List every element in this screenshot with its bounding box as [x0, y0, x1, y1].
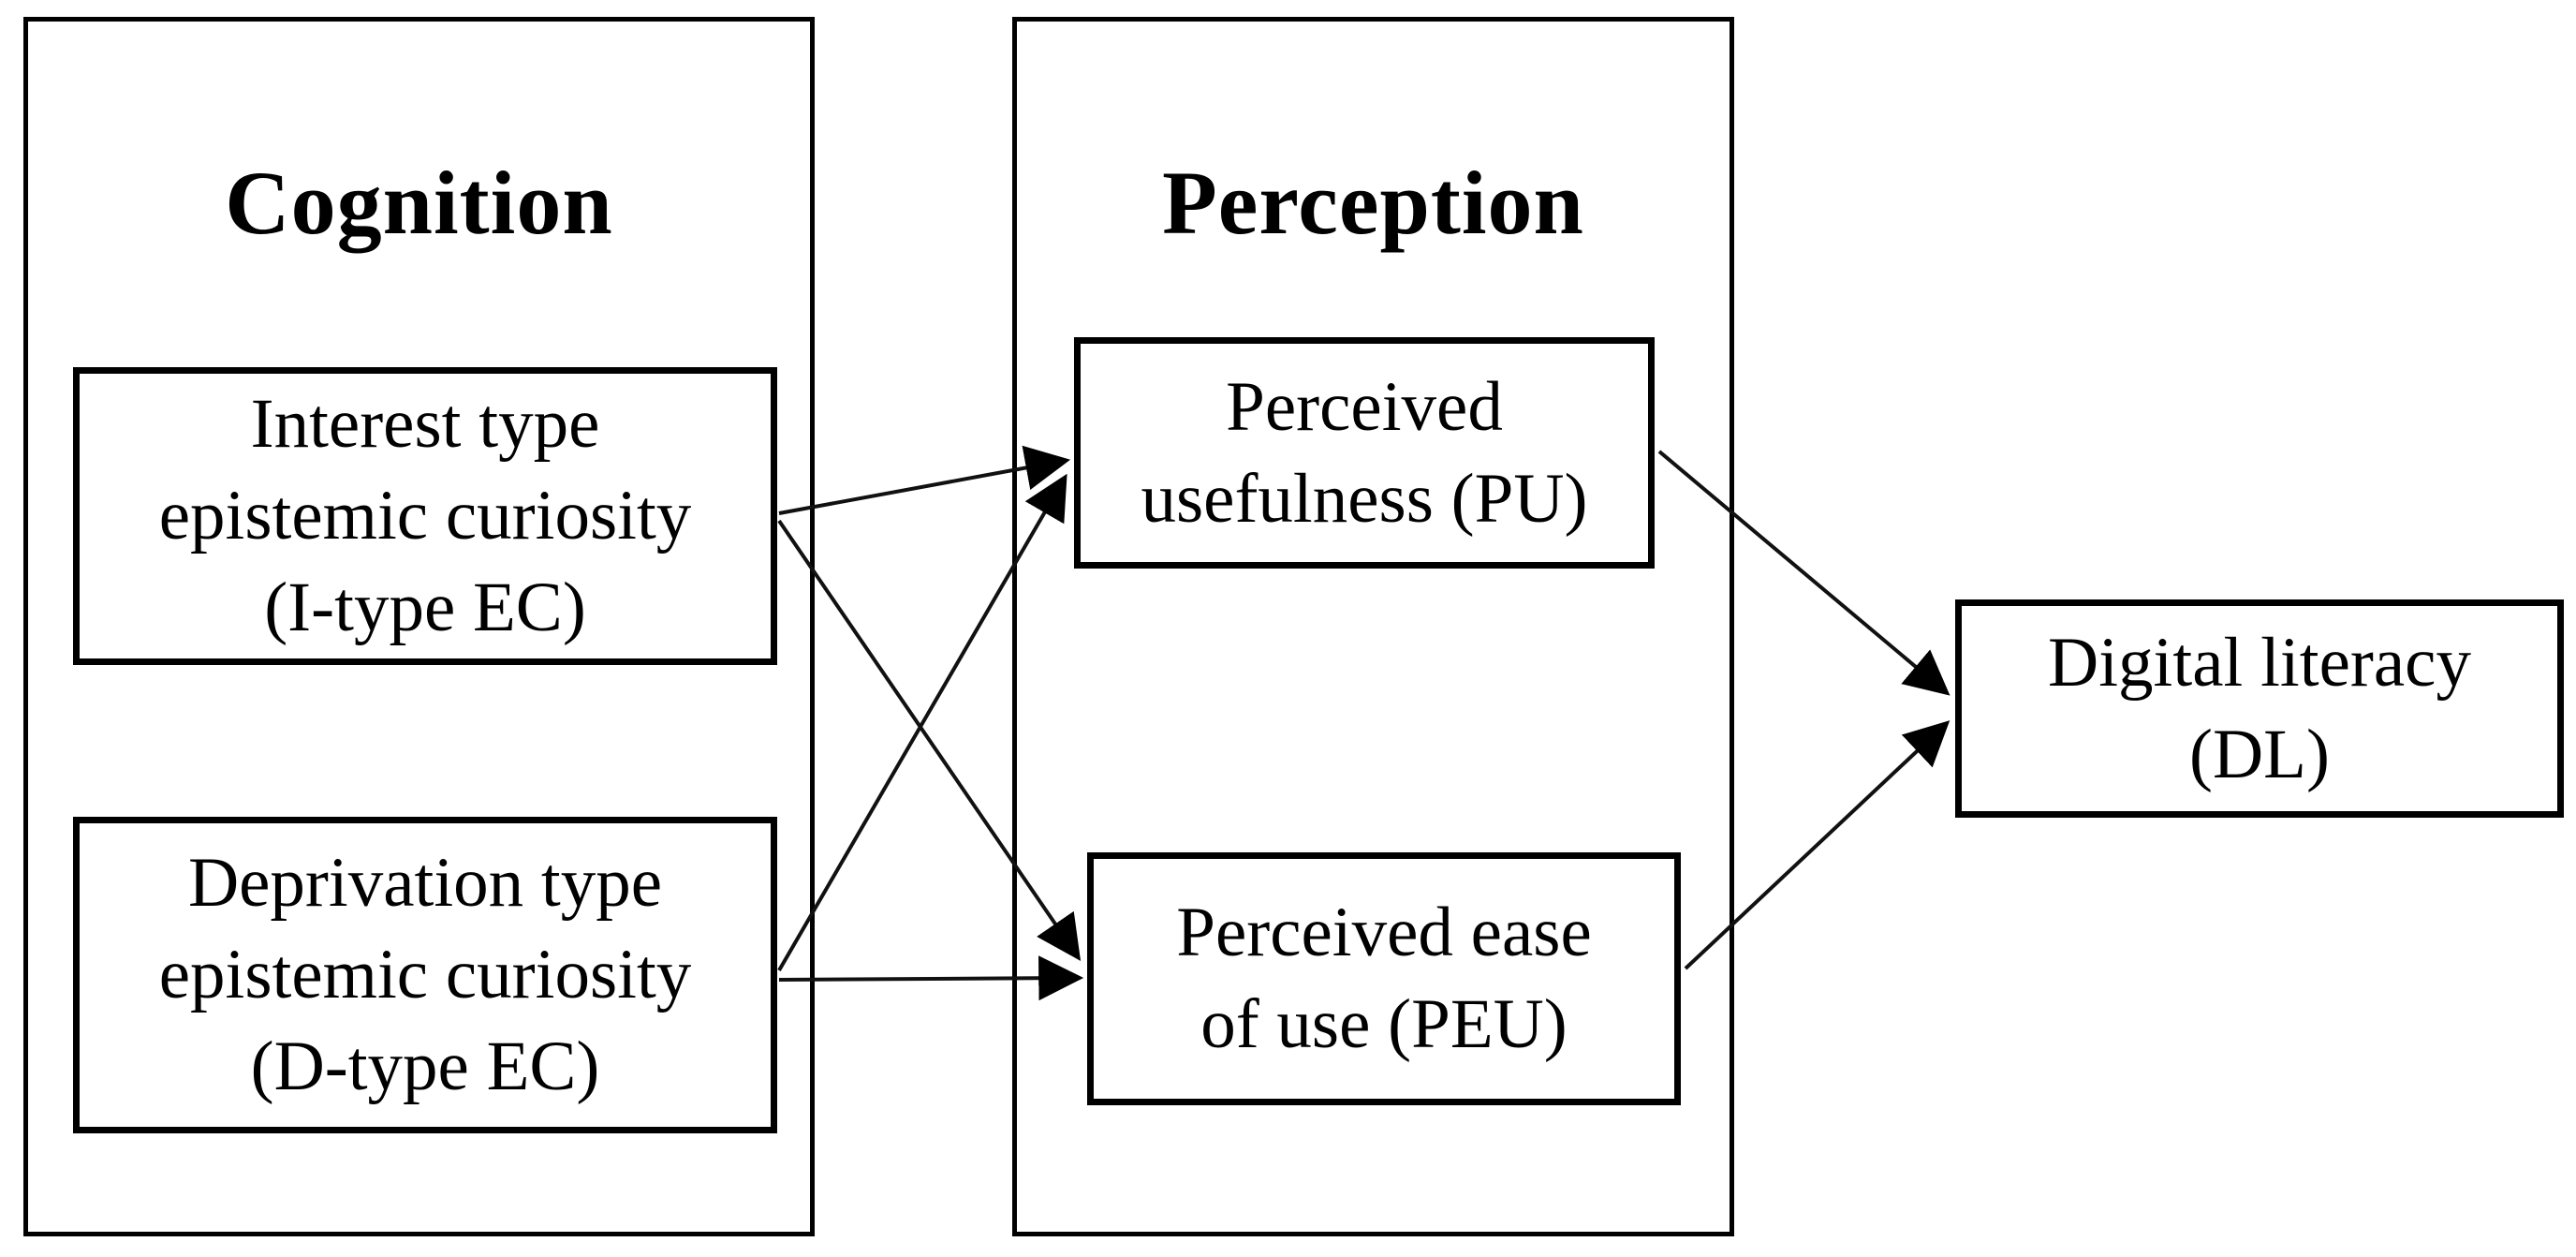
node-dtype-ec: Deprivation type epistemic curiosity (D-…	[73, 817, 777, 1133]
node-pu: Perceived usefulness (PU)	[1074, 337, 1655, 569]
node-itype-ec-label: Interest type epistemic curiosity (I-typ…	[158, 385, 692, 646]
node-dl-label: Digital literacy (DL)	[2048, 623, 2471, 793]
node-peu-label: Perceived ease of use (PEU)	[1176, 894, 1592, 1063]
node-peu: Perceived ease of use (PEU)	[1087, 852, 1681, 1105]
perception-group-title: Perception	[1162, 153, 1584, 253]
node-dtype-ec-label: Deprivation type epistemic curiosity (D-…	[158, 844, 692, 1105]
node-dl: Digital literacy (DL)	[1955, 599, 2564, 818]
node-pu-label: Perceived usefulness (PU)	[1141, 367, 1588, 538]
cognition-group-title: Cognition	[225, 153, 613, 253]
node-itype-ec: Interest type epistemic curiosity (I-typ…	[73, 367, 777, 665]
